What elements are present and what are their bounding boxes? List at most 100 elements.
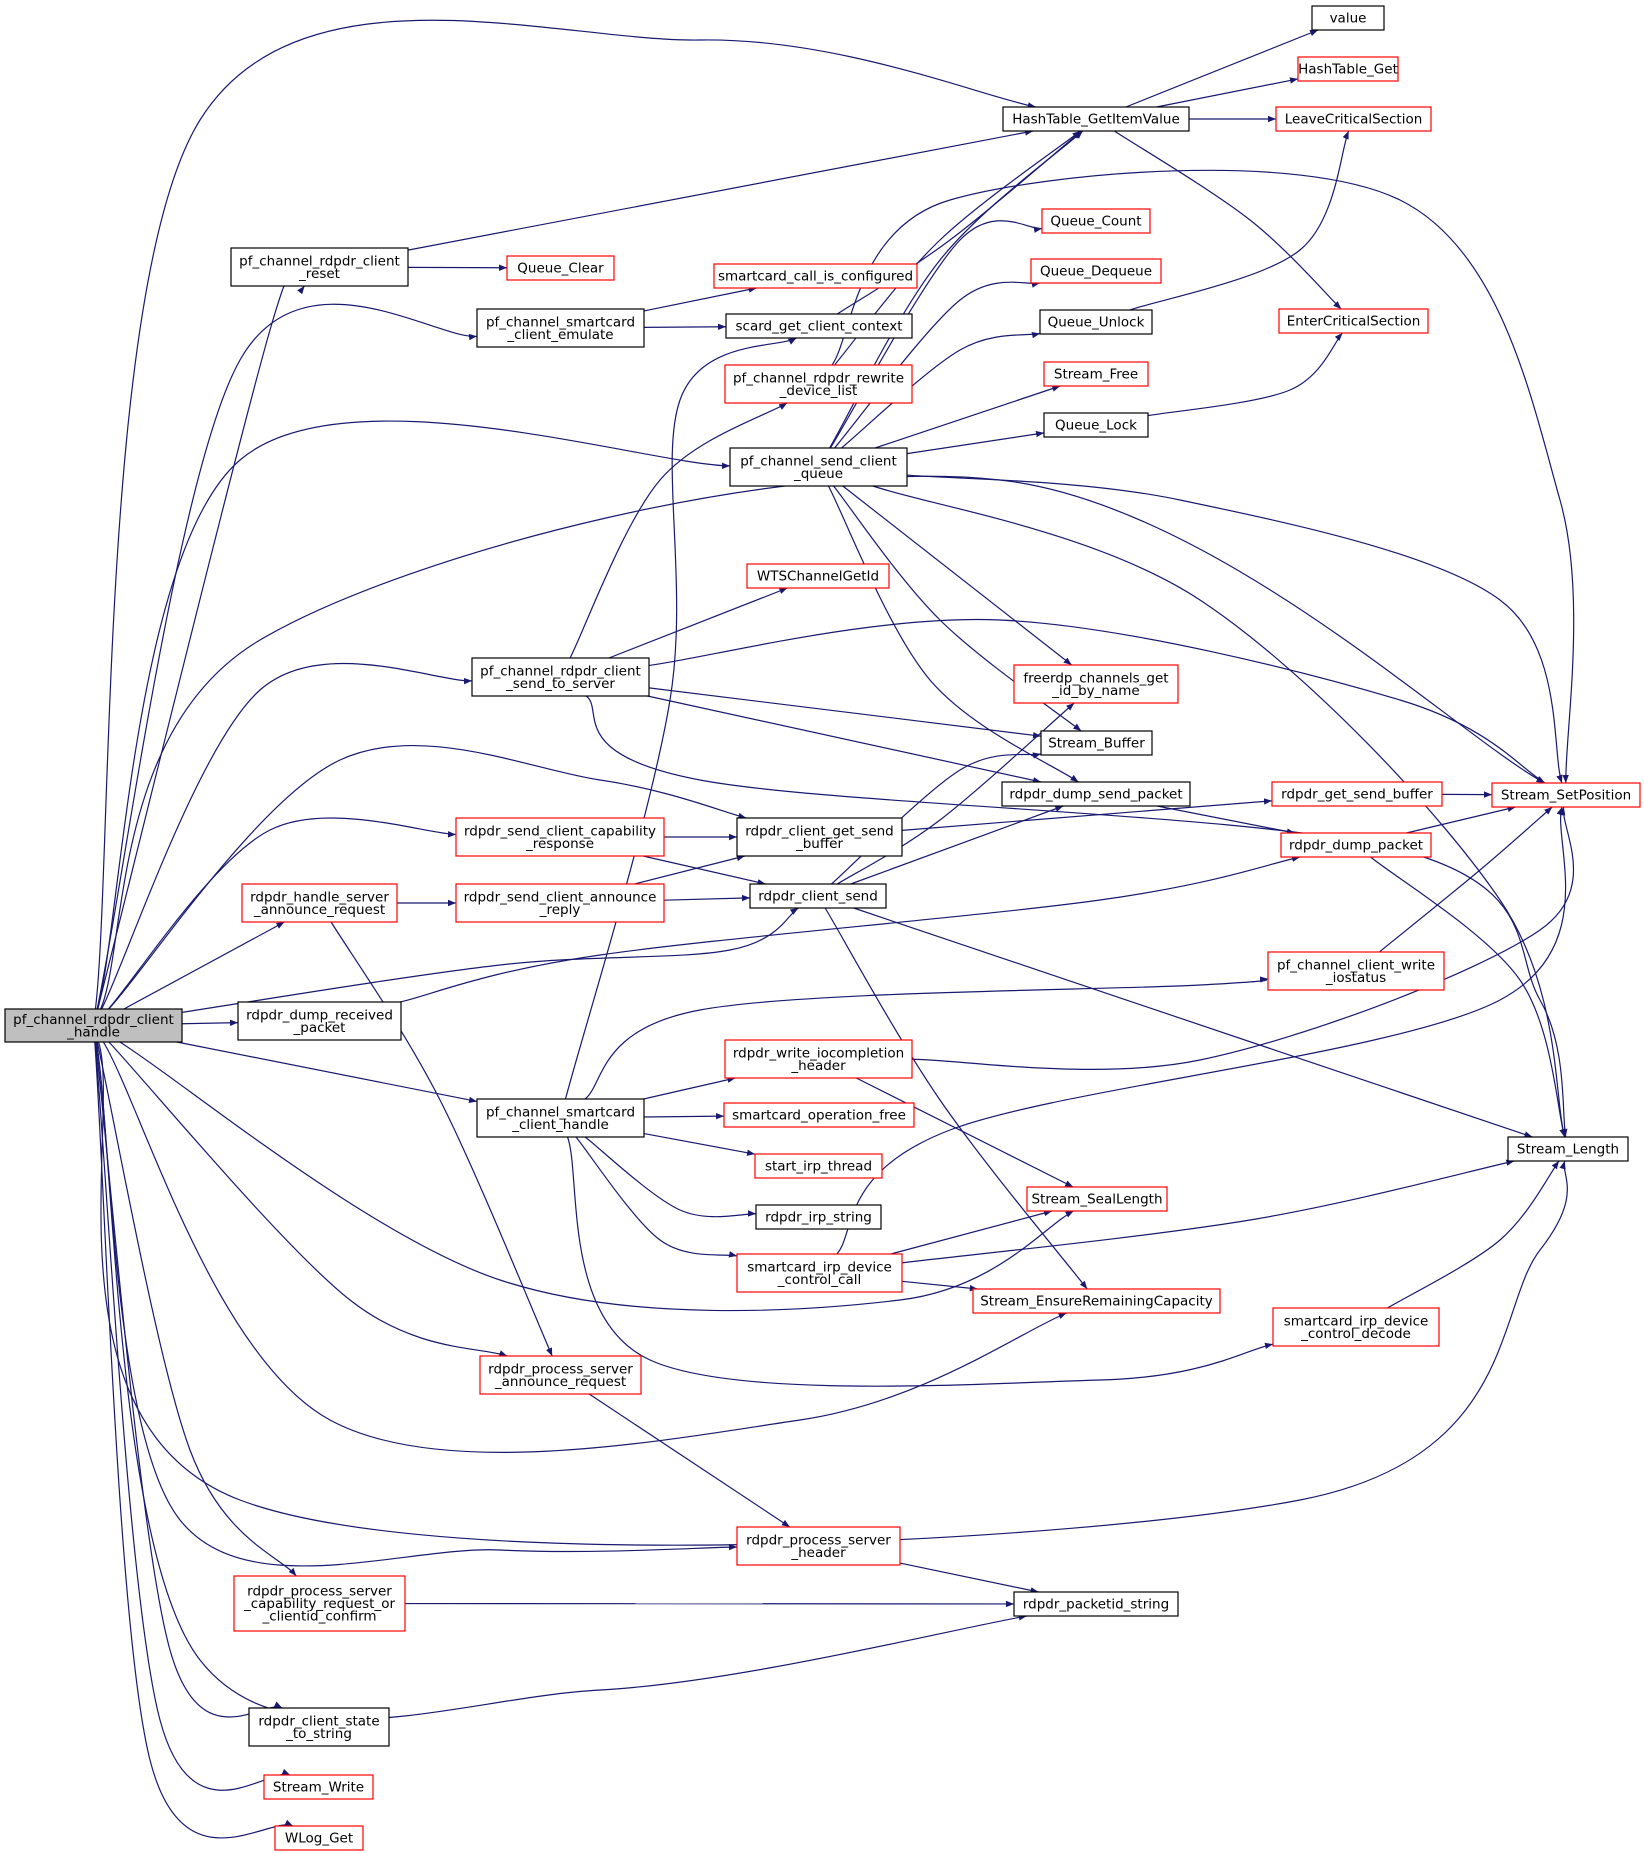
- edge-root-to-rdpdr_dump_received: [181, 1019, 239, 1026]
- node-pf-send-client-queue[interactable]: pf_channel_send_client_queue: [729, 447, 908, 487]
- node-leave-critical[interactable]: LeaveCriticalSection: [1275, 106, 1432, 132]
- node-rdpdr-write-iocompletion[interactable]: rdpdr_write_iocompletion_header: [724, 1039, 913, 1079]
- node-label: rdpdr_dump_packet: [1289, 838, 1423, 854]
- node-rdpdr-dump-packet[interactable]: rdpdr_dump_packet: [1280, 832, 1432, 858]
- node-label: rdpdr_process_server: [746, 1532, 891, 1548]
- node-pf-rdpdr-rewrite[interactable]: pf_channel_rdpdr_rewrite_device_list: [724, 364, 913, 404]
- node-stream-length[interactable]: Stream_Length: [1507, 1136, 1629, 1162]
- node-enter-critical[interactable]: EnterCriticalSection: [1278, 308, 1429, 334]
- node-label: pf_channel_client_write: [1277, 957, 1435, 973]
- node-label: rdpdr_get_send_buffer: [1281, 787, 1433, 803]
- node-rdpdr-dump-received[interactable]: rdpdr_dump_received_packet: [237, 1001, 402, 1041]
- node-label: _announce_request: [494, 1374, 626, 1390]
- node-smartcard-op-free[interactable]: smartcard_operation_free: [723, 1102, 915, 1128]
- node-pf-rdpdr-reset[interactable]: pf_channel_rdpdr_client_reset: [230, 247, 409, 287]
- node-label: _device_list: [779, 383, 858, 399]
- node-rdpdr-process-server-header[interactable]: rdpdr_process_server_header: [736, 1526, 901, 1566]
- node-rdpdr-dump-send-packet[interactable]: rdpdr_dump_send_packet: [1001, 781, 1191, 807]
- node-label: Stream_Free: [1054, 367, 1138, 383]
- node-rdpdr-process-cap[interactable]: rdpdr_process_server_capability_request_…: [233, 1575, 406, 1632]
- node-stream-ensure-capacity[interactable]: Stream_EnsureRemainingCapacity: [972, 1288, 1221, 1314]
- node-label: _handle: [66, 1024, 120, 1040]
- node-label: EnterCriticalSection: [1287, 314, 1421, 330]
- node-rdpdr-client-state[interactable]: rdpdr_client_state_to_string: [248, 1707, 390, 1747]
- node-box: [754, 1153, 883, 1179]
- node-root[interactable]: pf_channel_rdpdr_client_handle: [4, 1008, 183, 1043]
- node-pf-smartcard-emulate[interactable]: pf_channel_smartcard_client_emulate: [476, 308, 645, 348]
- edge-pf_smartcard_handle-to-rdpdr_write_iocompletion: [643, 1076, 736, 1100]
- node-box: [1507, 1136, 1629, 1162]
- node-stream-buffer[interactable]: Stream_Buffer: [1040, 730, 1153, 756]
- node-rdpdr-packetid-string[interactable]: rdpdr_packetid_string: [1013, 1591, 1179, 1617]
- node-pf-client-write-iostatus[interactable]: pf_channel_client_write_iostatus: [1267, 951, 1445, 991]
- node-queue-dequeue[interactable]: Queue_Dequeue: [1030, 258, 1162, 284]
- node-stream-write[interactable]: Stream_Write: [263, 1774, 374, 1800]
- node-label: smartcard_operation_free: [732, 1108, 906, 1124]
- edge-root-to-rdpdr_handle_server_announce: [123, 921, 285, 1010]
- node-label: rdpdr_packetid_string: [1023, 1597, 1169, 1613]
- node-rdpdr-send-cap-resp[interactable]: rdpdr_send_client_capability_response: [455, 817, 665, 857]
- node-label: pf_channel_rdpdr_rewrite: [733, 370, 904, 386]
- node-box: [755, 1204, 882, 1230]
- node-pf-rdpdr-send-to-server[interactable]: pf_channel_rdpdr_client_send_to_server: [471, 657, 650, 697]
- edges-layer: [94, 19, 1575, 1839]
- node-rdpdr-process-server-announce[interactable]: rdpdr_process_server_announce_request: [479, 1355, 642, 1395]
- edge-pf_send_client_queue-to-queue_dequeue: [834, 281, 1040, 449]
- node-label: _capability_request_or: [243, 1596, 395, 1612]
- edge-root-to-rdpdr_process_server_announce: [108, 1041, 508, 1357]
- node-value[interactable]: value: [1311, 5, 1385, 31]
- node-rdpdr-irp-string[interactable]: rdpdr_irp_string: [755, 1204, 882, 1230]
- node-label: _announce_request: [253, 902, 385, 918]
- node-rdpdr-handle-server-announce[interactable]: rdpdr_handle_server_announce_request: [241, 883, 398, 923]
- node-rdpdr-get-send-buffer[interactable]: rdpdr_get_send_buffer: [1271, 781, 1443, 807]
- node-label: _reset: [298, 266, 340, 282]
- edge-pf_rdpdr_send_to_server-to-stream_length: [585, 695, 1568, 1138]
- edge-rdpdr_client_send-to-freerdp_channels_get_id: [836, 702, 1075, 885]
- node-start-irp-thread[interactable]: start_irp_thread: [754, 1153, 883, 1179]
- node-queue-clear[interactable]: Queue_Clear: [506, 255, 615, 281]
- node-label: _client_handle: [511, 1117, 609, 1133]
- edge-pf_smartcard_handle-to-rdpdr_irp_string: [584, 1136, 757, 1218]
- node-label: rdpdr_irp_string: [765, 1210, 872, 1226]
- node-wts-channel-get-id[interactable]: WTSChannelGetId: [746, 563, 890, 589]
- node-box: [723, 1102, 915, 1128]
- edge-pf_smartcard_emulate-to-smartcard_call_configured: [643, 286, 757, 312]
- node-smartcard-irp-dev-ctl-call[interactable]: smartcard_irp_device_control_call: [736, 1253, 903, 1293]
- node-hashtable-get[interactable]: HashTable_Get: [1297, 56, 1399, 82]
- node-label: _control_call: [777, 1272, 862, 1288]
- node-stream-free[interactable]: Stream_Free: [1043, 361, 1149, 387]
- node-label: Stream_SetPosition: [1501, 788, 1631, 804]
- node-rdpdr-send-announce-reply[interactable]: rdpdr_send_client_announce_reply: [455, 883, 665, 923]
- node-box: [471, 657, 650, 697]
- node-label: rdpdr_client_state: [258, 1713, 379, 1729]
- edge-rdpdr_write_iocompletion-to-stream_set_position: [911, 806, 1575, 1070]
- node-box: [230, 247, 409, 287]
- node-box: [479, 1355, 642, 1395]
- node-stream-seal-length[interactable]: Stream_SealLength: [1026, 1186, 1168, 1212]
- node-label: smartcard_irp_device: [747, 1259, 892, 1275]
- edge-queue_unlock-to-leave_critical: [1129, 130, 1350, 311]
- node-stream-set-position[interactable]: Stream_SetPosition: [1491, 782, 1641, 808]
- edge-pf_smartcard_handle-to-start_irp_thread: [643, 1132, 756, 1156]
- edge-rdpdr_client_send-to-rdpdr_dump_send_packet: [850, 805, 1064, 885]
- node-box: [4, 1008, 183, 1043]
- node-smartcard-call-configured[interactable]: smartcard_call_is_configured: [713, 263, 918, 289]
- node-freerdp-channels-get-id[interactable]: freerdp_channels_get_id_by_name: [1013, 664, 1179, 704]
- edge-rdpdr_client_get_send_buffer-to-rdpdr_get_send_buffer: [901, 798, 1273, 831]
- node-pf-smartcard-handle[interactable]: pf_channel_smartcard_client_handle: [476, 1098, 645, 1138]
- node-label: rdpdr_client_send: [758, 889, 878, 905]
- node-queue-unlock[interactable]: Queue_Unlock: [1039, 309, 1153, 335]
- node-label: _iostatus: [1325, 970, 1386, 986]
- node-smartcard-irp-dev-ctl-decode[interactable]: smartcard_irp_device_control_decode: [1272, 1307, 1440, 1347]
- edge-root-to-stream_write: [94, 1041, 291, 1791]
- node-queue-lock[interactable]: Queue_Lock: [1043, 412, 1149, 438]
- node-rdpdr-client-send[interactable]: rdpdr_client_send: [749, 883, 887, 909]
- node-hashtable-get-item[interactable]: HashTable_GetItemValue: [1002, 106, 1190, 132]
- node-box: [1272, 1307, 1440, 1347]
- node-queue-count[interactable]: Queue_Count: [1041, 208, 1151, 234]
- edge-root-to-pf_smartcard_handle: [176, 1041, 478, 1104]
- edge-pf_client_write_iostatus-to-stream_set_position: [1378, 806, 1553, 953]
- node-wlog-get[interactable]: WLog_Get: [274, 1825, 364, 1851]
- node-rdpdr-client-get-send-buffer[interactable]: rdpdr_client_get_send_buffer: [736, 817, 903, 857]
- node-scard-get-client-ctx[interactable]: scard_get_client_context: [725, 313, 913, 339]
